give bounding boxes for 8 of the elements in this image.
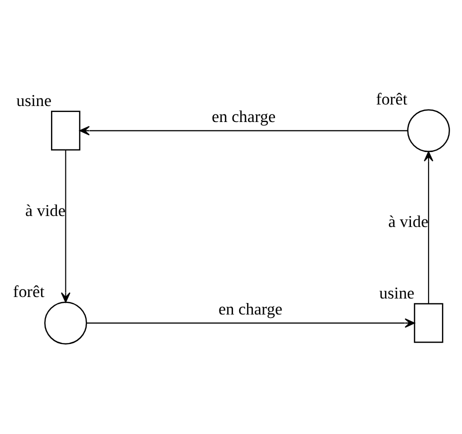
edge-label: en charge: [212, 106, 276, 126]
node-label: forêt: [13, 281, 44, 300]
node-label: usine: [379, 282, 414, 302]
edge-label: en charge: [218, 299, 282, 318]
node-label: usine: [16, 90, 52, 110]
edge-label: à vide: [25, 200, 66, 220]
node-label: forêt: [376, 88, 408, 108]
edge-label: à vide: [388, 212, 428, 231]
